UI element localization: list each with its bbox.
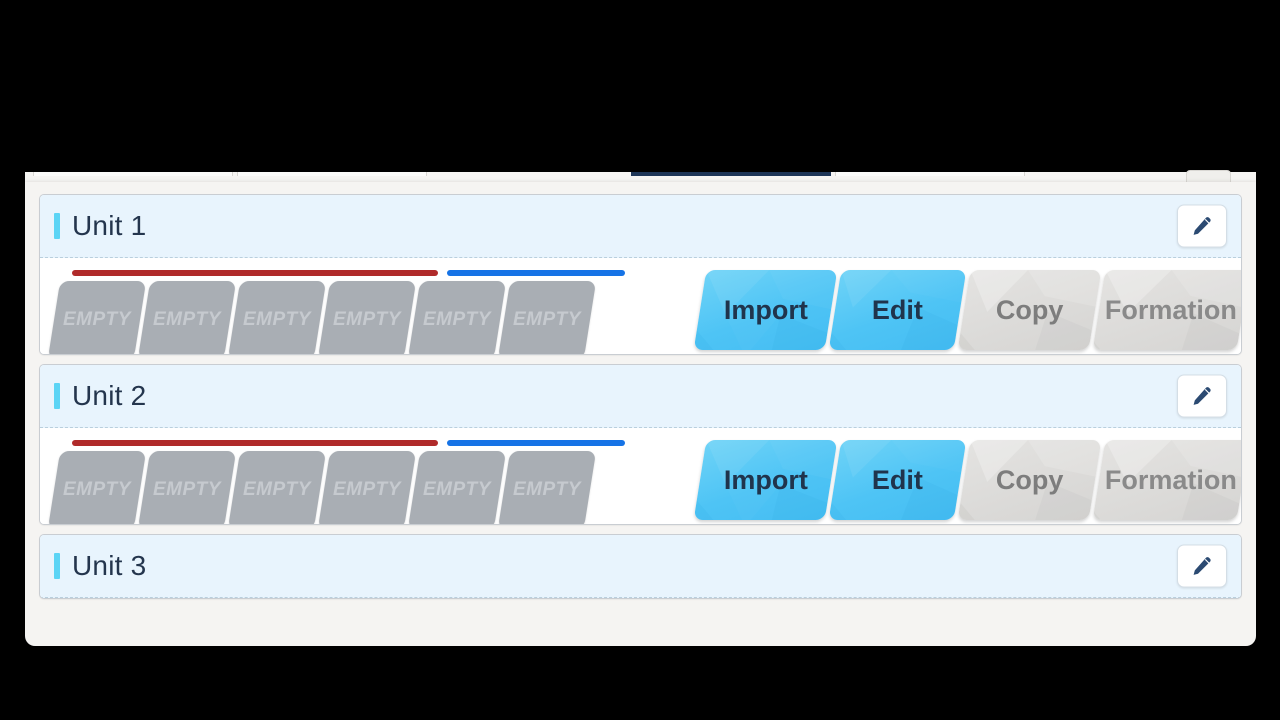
- unit-2-slot-5[interactable]: EMPTY: [407, 451, 507, 524]
- unit-1-slot-3[interactable]: EMPTY: [227, 281, 327, 354]
- unit-3-edit-button[interactable]: [1177, 544, 1227, 588]
- tab-4[interactable]: [835, 172, 1025, 176]
- tab-2[interactable]: [237, 172, 427, 176]
- unit-1-body: EMPTY EMPTY EMPTY EMPTY EMPTY EMPTY: [40, 258, 1241, 354]
- unit-1-slot-6[interactable]: EMPTY: [497, 281, 597, 354]
- unit-1-back-row-bar: [447, 270, 625, 276]
- unit-1-title: Unit 1: [72, 210, 147, 241]
- unit-2-slot-1[interactable]: EMPTY: [47, 451, 147, 524]
- unit-2-body: EMPTY EMPTY EMPTY EMPTY EMPTY EMPTY: [40, 428, 1241, 524]
- button-label: Formation: [1105, 294, 1237, 325]
- slot-label: EMPTY: [333, 479, 401, 500]
- slot-label: EMPTY: [513, 309, 581, 330]
- unit-1-slot-2[interactable]: EMPTY: [137, 281, 237, 354]
- unit-2-title: Unit 2: [72, 380, 147, 411]
- slot-label: EMPTY: [423, 479, 491, 500]
- slot-label: EMPTY: [333, 309, 401, 330]
- unit-1-formation-button[interactable]: Formation: [1092, 270, 1241, 350]
- unit-2-copy-button[interactable]: Copy: [957, 440, 1102, 520]
- button-label: Import: [723, 294, 808, 325]
- unit-1-edit-action-button[interactable]: Edit: [828, 270, 967, 350]
- tab-1[interactable]: [33, 172, 233, 176]
- unit-1-header: Unit 1: [40, 195, 1241, 258]
- slot-label: EMPTY: [423, 309, 491, 330]
- slot-label: EMPTY: [243, 479, 311, 500]
- slot-label: EMPTY: [153, 479, 221, 500]
- unit-1-edit-button[interactable]: [1177, 204, 1227, 248]
- button-label: Edit: [872, 294, 923, 325]
- unit-1-front-row-bar: [72, 270, 438, 276]
- unit-1-slots: EMPTY EMPTY EMPTY EMPTY EMPTY EMPTY: [47, 281, 634, 354]
- unit-2-slots-area: EMPTY EMPTY EMPTY EMPTY EMPTY EMPTY: [47, 438, 634, 524]
- button-label: Import: [723, 464, 808, 495]
- tab-3-active[interactable]: [631, 172, 831, 176]
- unit-1-import-button[interactable]: Import: [693, 270, 838, 350]
- unit-1-slot-5[interactable]: EMPTY: [407, 281, 507, 354]
- unit-2-import-button[interactable]: Import: [693, 440, 838, 520]
- unit-2-front-row-bar: [72, 440, 438, 446]
- unit-2-formation-button[interactable]: Formation: [1092, 440, 1241, 520]
- pencil-icon: [1190, 214, 1214, 238]
- unit-accent-bar-icon: [54, 553, 60, 579]
- unit-2-edit-action-button[interactable]: Edit: [828, 440, 967, 520]
- unit-2-edit-button[interactable]: [1177, 374, 1227, 418]
- unit-accent-bar-icon: [54, 383, 60, 409]
- unit-2-slot-6[interactable]: EMPTY: [497, 451, 597, 524]
- button-label: Formation: [1105, 464, 1237, 495]
- unit-2-slot-2[interactable]: EMPTY: [137, 451, 237, 524]
- unit-2-slots: EMPTY EMPTY EMPTY EMPTY EMPTY EMPTY: [47, 451, 634, 524]
- slot-label: EMPTY: [513, 479, 581, 500]
- unit-2-back-row-bar: [447, 440, 625, 446]
- slot-label: EMPTY: [243, 309, 311, 330]
- slot-label: EMPTY: [63, 309, 131, 330]
- unit-1-row-bars: [72, 270, 634, 278]
- unit-1-actions: Import Edit: [693, 268, 1241, 350]
- unit-1-slot-1[interactable]: EMPTY: [47, 281, 147, 354]
- unit-2-slot-4[interactable]: EMPTY: [317, 451, 417, 524]
- unit-2-row-bars: [72, 440, 634, 448]
- unit-1-copy-button[interactable]: Copy: [957, 270, 1102, 350]
- unit-card-1: Unit 1 EM: [39, 194, 1242, 355]
- button-label: Copy: [995, 464, 1064, 495]
- unit-card-2: Unit 2 EM: [39, 364, 1242, 525]
- unit-1-slots-area: EMPTY EMPTY EMPTY EMPTY EMPTY EMPTY: [47, 268, 634, 354]
- button-label: Edit: [872, 464, 923, 495]
- tab-bar: [25, 172, 1256, 182]
- unit-accent-bar-icon: [54, 213, 60, 239]
- unit-3-title: Unit 3: [72, 550, 147, 581]
- pencil-icon: [1190, 554, 1214, 578]
- pencil-icon: [1190, 384, 1214, 408]
- button-label: Copy: [995, 294, 1064, 325]
- unit-1-slot-4[interactable]: EMPTY: [317, 281, 417, 354]
- top-right-button[interactable]: [1186, 170, 1231, 184]
- slot-label: EMPTY: [63, 479, 131, 500]
- units-panel: Unit 1 EM: [25, 182, 1256, 646]
- unit-card-3: Unit 3: [39, 534, 1242, 599]
- unit-2-slot-3[interactable]: EMPTY: [227, 451, 327, 524]
- unit-2-header: Unit 2: [40, 365, 1241, 428]
- slot-label: EMPTY: [153, 309, 221, 330]
- unit-2-actions: Import Edit: [693, 438, 1241, 520]
- unit-3-header: Unit 3: [40, 535, 1241, 598]
